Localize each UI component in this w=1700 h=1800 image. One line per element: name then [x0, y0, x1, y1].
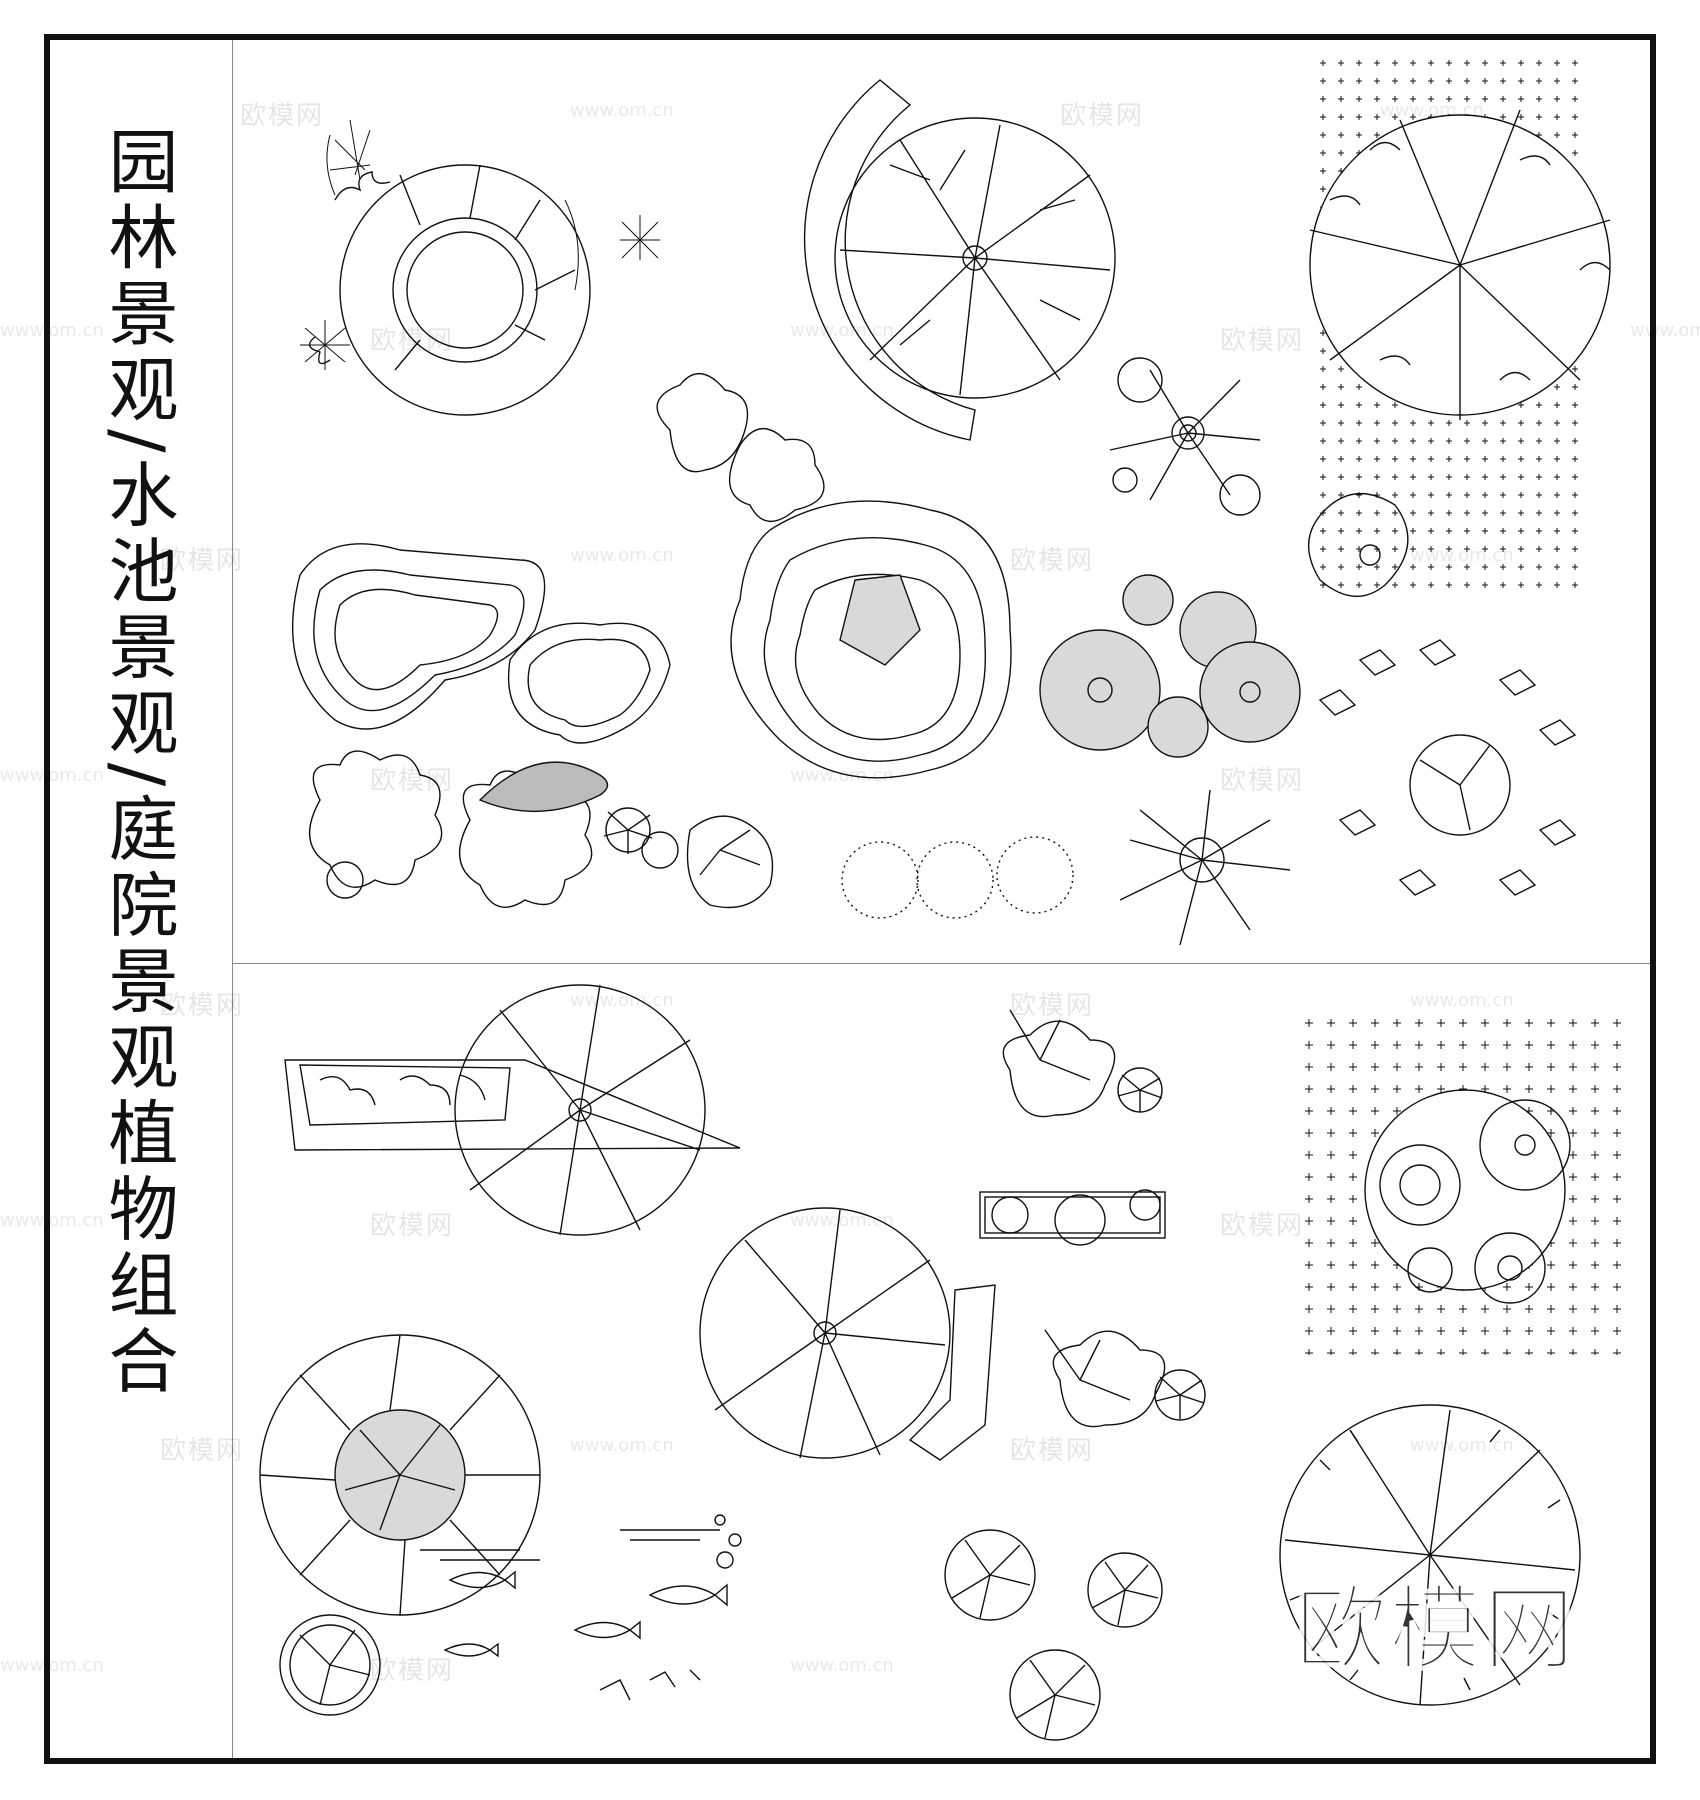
spiky-shrub-symbol: [1044, 1329, 1206, 1428]
watermark-url: www.om.cn: [1380, 100, 1484, 121]
tree-with-bench-symbol: [803, 79, 1116, 441]
watermark-logo: 欧模网: [1220, 766, 1305, 796]
watermark-logo: 欧模网: [1220, 326, 1305, 356]
fish-and-bubbles-symbol: [420, 1514, 742, 1701]
watermark-url: www.om.cn: [790, 1655, 894, 1676]
gray-circle-cluster-symbol: [1039, 574, 1301, 758]
branching-tree-symbol: [1318, 639, 1577, 896]
watermark-url: www.om.cn: [570, 1435, 674, 1456]
watermark-url: www.om.cn: [570, 545, 674, 566]
watermark-logo: 欧模网: [1010, 1436, 1095, 1466]
watermark-logo: 欧模网: [1010, 546, 1095, 576]
watermark-logo: 欧模网: [370, 766, 455, 796]
detailed-leafy-tree-symbol: [1279, 1404, 1581, 1706]
watermark-logo: 欧模网: [370, 1656, 455, 1686]
rock-island-contour-symbol: [730, 500, 1012, 779]
watermark-url: www.om.cn: [790, 765, 894, 786]
watermark-url: www.om.cn: [0, 1655, 104, 1676]
watermark-url: www.om.cn: [1410, 1435, 1514, 1456]
watermark-url: www.om.cn: [0, 1210, 104, 1231]
vertical-divider: [232, 40, 233, 1758]
watermark-logo: 欧模网: [370, 326, 455, 356]
rectangular-hedge-symbol: [979, 1189, 1166, 1246]
big-watermark-logo: 欧模网: [1294, 1575, 1578, 1684]
watermark-url: www.om.cn: [0, 765, 104, 786]
page-title: 园林景观/水池景观/庭院景观植物组合: [97, 125, 179, 1401]
watermark-logo: 欧模网: [1010, 991, 1095, 1021]
leafy-canopy-tree-symbol: [1308, 55, 1611, 600]
center-tree-with-bench-symbol: [699, 1207, 996, 1461]
stepping-pond-symbol: [656, 373, 825, 522]
circular-plaza-symbol: [300, 119, 660, 416]
round-shrub-symbol: [279, 1614, 381, 1716]
dotted-ring-symbols: [841, 836, 1074, 919]
watermark-logo: 欧模网: [370, 1211, 455, 1241]
gray-center-tree-symbol: [259, 1334, 541, 1616]
watermark-logo: 欧模网: [160, 991, 245, 1021]
watermark-url: www.om.cn: [790, 1210, 894, 1231]
watermark-logo: 欧模网: [160, 1436, 245, 1466]
watermark-logo: 欧模网: [240, 101, 325, 131]
watermark-logo: 欧模网: [1220, 1211, 1305, 1241]
shrub-group-with-fish-symbol: [308, 750, 774, 909]
three-circle-trees-symbol: [944, 1529, 1163, 1741]
watermark-url: www.om.cn: [1630, 320, 1700, 341]
spiky-star-tree-symbol: [1119, 789, 1291, 946]
outer-frame: [44, 34, 1656, 1764]
shrub-fan-symbol: [1002, 1009, 1163, 1118]
contour-pond-symbol: [291, 543, 671, 744]
star-shrub-symbol: [1109, 357, 1261, 516]
planter-with-tree-symbol: [284, 984, 741, 1236]
watermark-url: www.om.cn: [1410, 545, 1514, 566]
watermark-url: www.om.cn: [570, 990, 674, 1011]
watermark-url: www.om.cn: [1410, 990, 1514, 1011]
watermark-url: www.om.cn: [570, 100, 674, 121]
crossed-circle-cluster-symbol: [1300, 1015, 1635, 1355]
watermark-url: www.om.cn: [0, 320, 104, 341]
watermark-logo: 欧模网: [1060, 101, 1145, 131]
horizontal-divider: [232, 963, 1650, 964]
watermark-logo: 欧模网: [160, 546, 245, 576]
watermark-url: www.om.cn: [790, 320, 894, 341]
